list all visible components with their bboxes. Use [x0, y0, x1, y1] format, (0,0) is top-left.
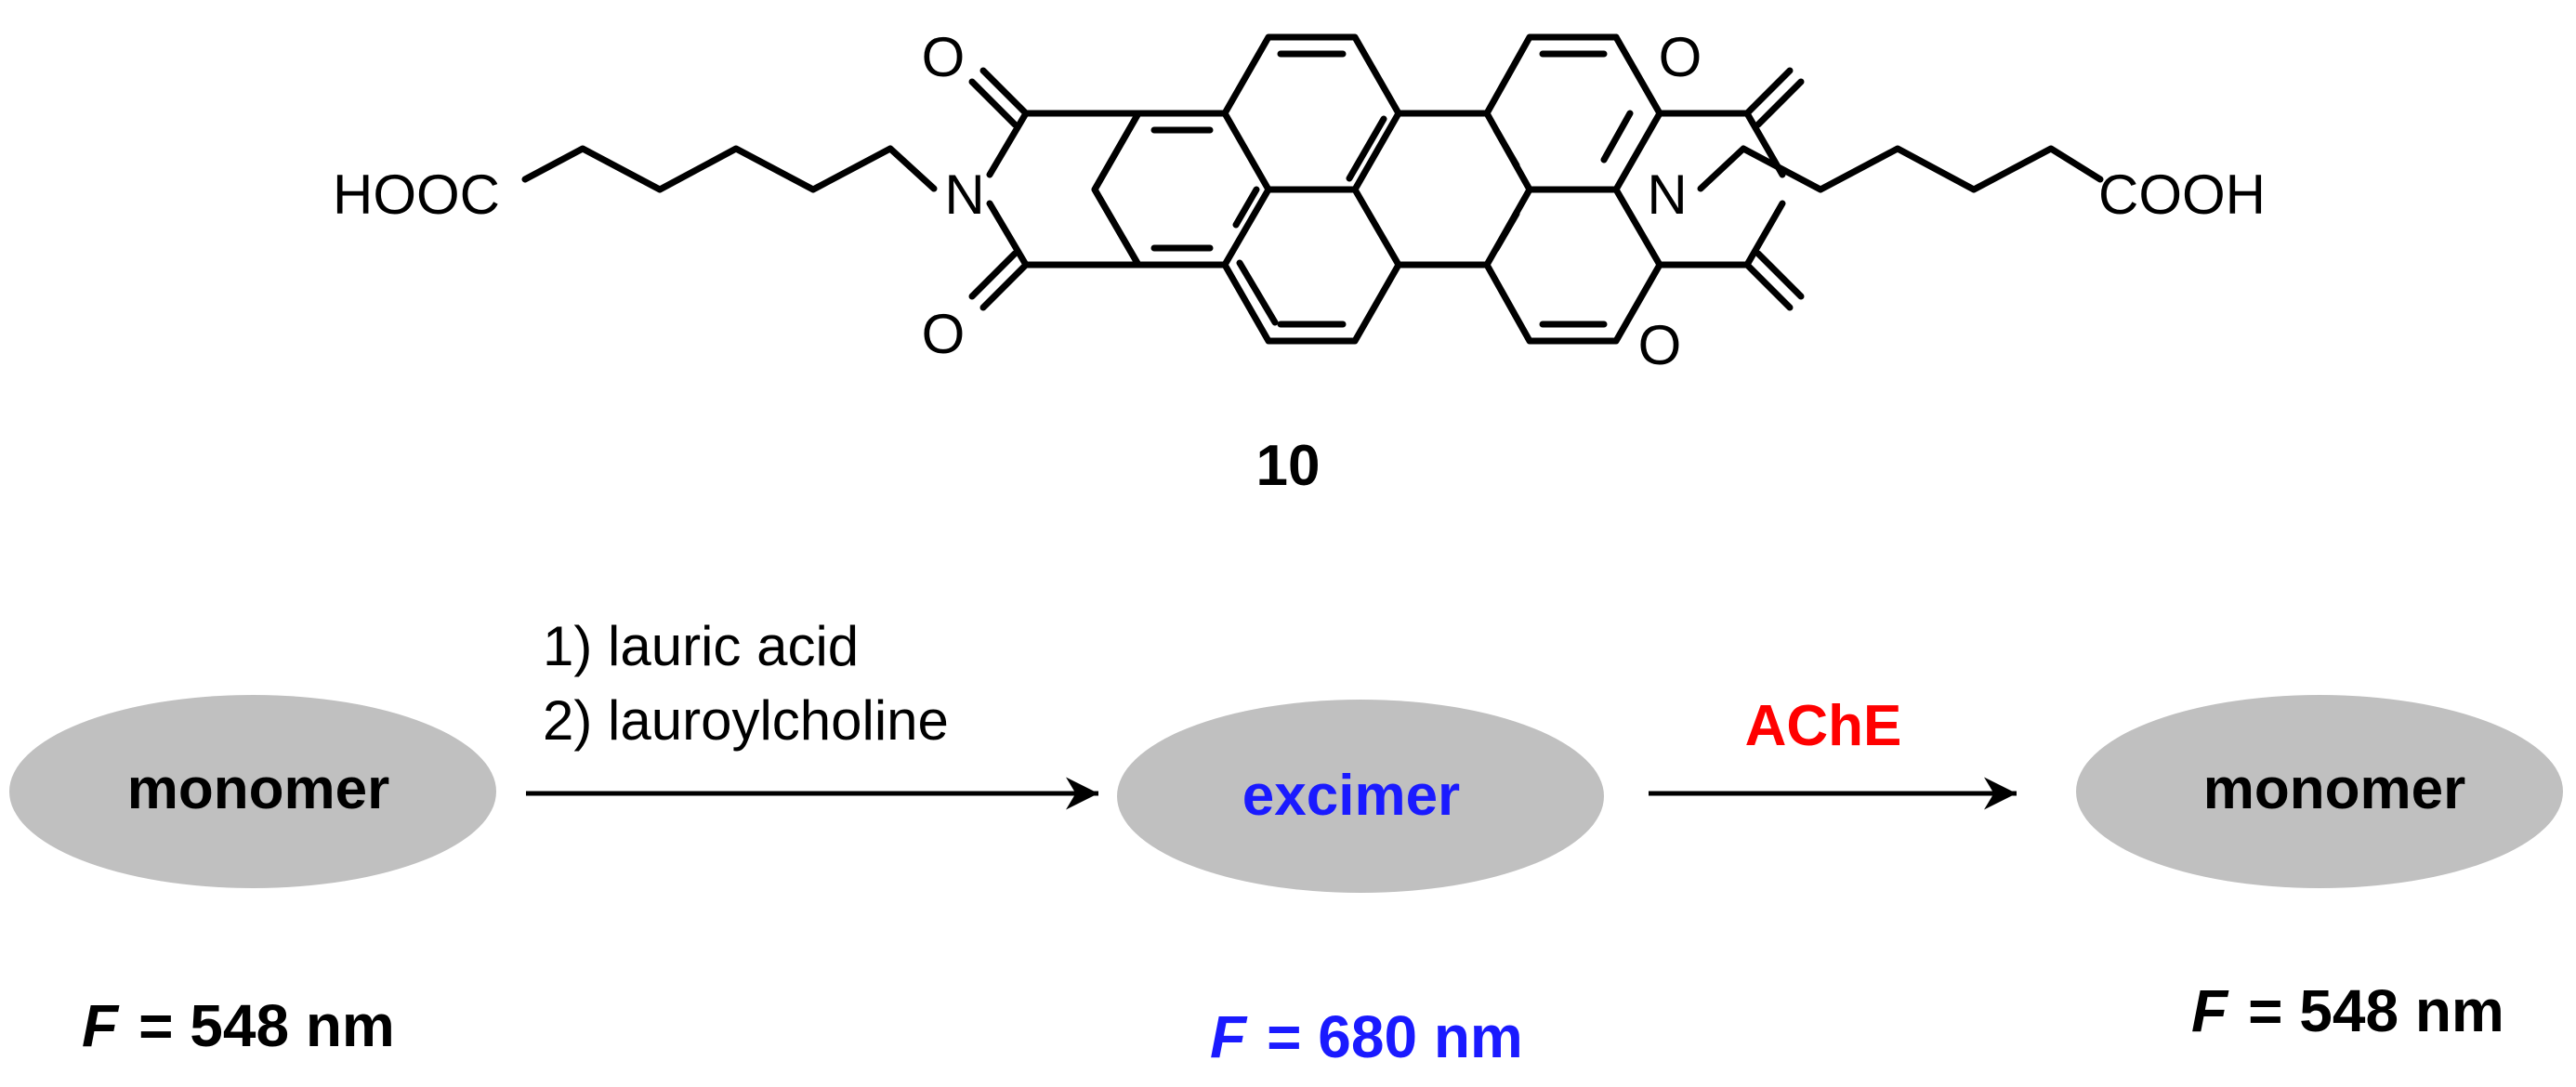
- perylene-diimide-structure: [521, 33, 2104, 345]
- right-monomer-ellipse: [2076, 695, 2563, 888]
- compound-number: 10: [1256, 434, 1321, 498]
- oxygen-label-bottom-right: O: [1638, 314, 1682, 376]
- left-hexanoic-chain: [521, 145, 938, 193]
- left-f-symbol: F: [82, 992, 120, 1059]
- aromatic-double-bonds: [1150, 50, 1634, 328]
- left-fluorescence: F = 548 nm: [82, 992, 395, 1059]
- left-monomer-ellipse: [9, 695, 496, 888]
- right-monomer-label: monomer: [2203, 757, 2465, 821]
- excimer-f-symbol: F: [1210, 1003, 1248, 1070]
- right-carbonyl-bonds: [1743, 67, 1805, 311]
- left-carbonyl-bonds: [968, 67, 1030, 311]
- reagent-ache: AChE: [1745, 694, 1902, 758]
- nitrogen-label-right: N: [1647, 164, 1687, 226]
- left-imide-ring: [986, 110, 1142, 268]
- right-f-value: = 548 nm: [2248, 977, 2504, 1044]
- excimer-ellipse: [1117, 700, 1604, 893]
- nitrogen-label-left: N: [944, 164, 984, 226]
- oxygen-label-top-right: O: [1659, 26, 1702, 88]
- left-monomer-label: monomer: [127, 757, 389, 821]
- right-hexanoic-chain: [1697, 145, 2104, 193]
- oxygen-label-top-left: O: [922, 26, 966, 88]
- condition-lauroylcholine: 2) lauroylcholine: [543, 689, 949, 752]
- oxygen-label-bottom-left: O: [922, 303, 966, 365]
- carboxylic-acid-label-right: COOH: [2098, 164, 2266, 226]
- core-bonds: [1091, 33, 1663, 345]
- excimer-label: excimer: [1242, 764, 1460, 828]
- right-fluorescence: F = 548 nm: [2191, 977, 2504, 1044]
- excimer-f-value: = 680 nm: [1267, 1003, 1523, 1070]
- right-f-symbol: F: [2191, 977, 2229, 1044]
- condition-lauric-acid: 1) lauric acid: [543, 615, 859, 677]
- excimer-fluorescence: F = 680 nm: [1210, 1003, 1523, 1070]
- carboxylic-acid-label-left: HOOC: [333, 164, 500, 226]
- left-f-value: = 548 nm: [138, 992, 395, 1059]
